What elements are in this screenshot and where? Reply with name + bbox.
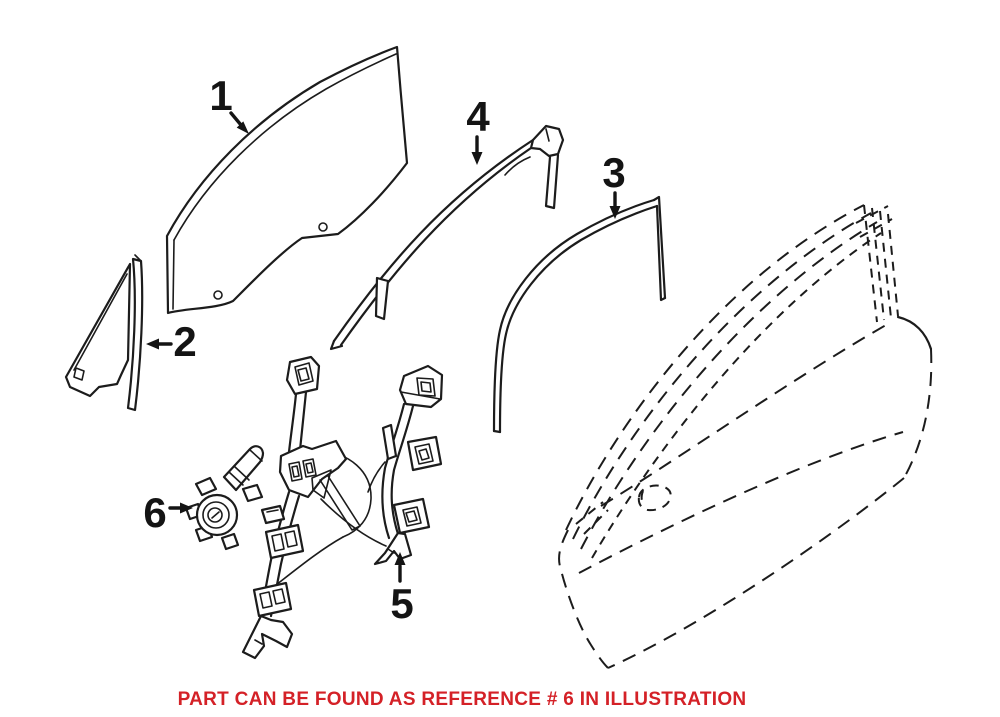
part-label-3: 3 [602, 149, 626, 219]
reference-caption: PART CAN BE FOUND AS REFERENCE # 6 IN IL… [177, 689, 747, 710]
part-number-2: 2 [173, 318, 196, 365]
part-label-6: 6 [143, 489, 193, 536]
vent-seal-drawing [64, 254, 144, 412]
door-handle-outline [637, 484, 672, 512]
run-channel-front-drawing [329, 124, 565, 351]
part-label-4: 4 [466, 93, 490, 165]
part-number-6: 6 [143, 489, 166, 536]
part-number-3: 3 [602, 149, 625, 196]
glass-mount-hole [213, 290, 223, 300]
part-label-2: 2 [146, 318, 197, 365]
run-channel-rear-drawing [492, 195, 667, 434]
part-number-4: 4 [466, 93, 490, 140]
label-arrow-1 [229, 111, 243, 127]
part-label-1: 1 [209, 72, 249, 134]
part-label-5: 5 [390, 552, 414, 627]
glass-mount-hole [318, 222, 328, 232]
part-number-5: 5 [390, 580, 413, 627]
door-glass-drawing [165, 45, 409, 315]
regulator-drawing [241, 355, 444, 660]
part-number-1: 1 [209, 72, 232, 119]
door-panel-outline [558, 204, 933, 669]
